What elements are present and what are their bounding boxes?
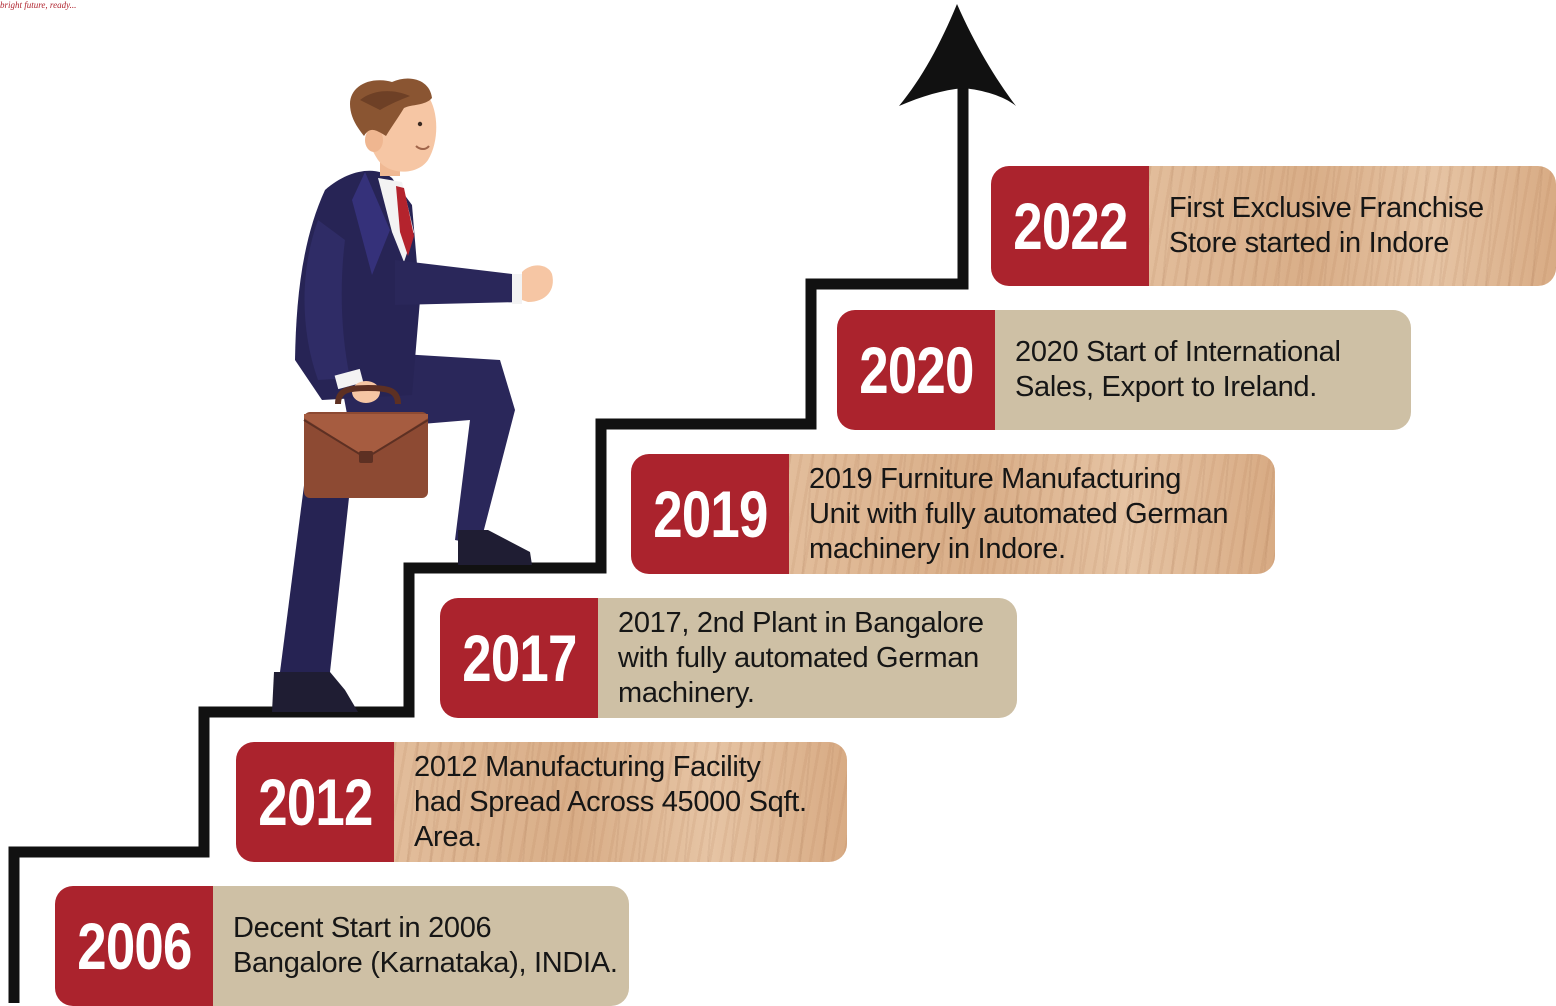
description-line: Unit with fully automated German (809, 497, 1229, 530)
timeline-card-2006: 2006 Decent Start in 2006 Bangalore (Kar… (55, 886, 629, 1006)
arrow-head-icon (899, 4, 1016, 106)
year-badge: 2019 (631, 454, 789, 574)
year-label: 2020 (858, 333, 974, 407)
description-line: 2019 Furniture Manufacturing (809, 462, 1182, 495)
year-label: 2019 (652, 477, 768, 551)
description-box: 2020 Start of International Sales, Expor… (995, 310, 1411, 430)
description-line: Store started in Indore (1169, 227, 1450, 259)
timeline-card-2020: 2020 2020 Start of International Sales, … (837, 310, 1411, 430)
description-line: First Exclusive Franchise (1169, 192, 1484, 224)
businessman-illustration (272, 78, 553, 712)
briefcase-icon (303, 384, 429, 498)
year-badge: 2020 (837, 310, 995, 430)
timeline-card-2022: 2022 First Exclusive Franchise Store sta… (991, 166, 1556, 286)
description-text: 2019 Furniture Manufacturing Unit with f… (809, 462, 1228, 567)
description-text: 2017, 2nd Plant in Bangalore with fully … (618, 606, 984, 711)
description-box: First Exclusive Franchise Store started … (1149, 166, 1556, 286)
description-line: with fully automated German (618, 641, 980, 674)
description-line: Area. (414, 820, 482, 853)
year-label: 2012 (257, 765, 373, 839)
description-line: Bangalore (Karnataka), INDIA. (233, 947, 618, 979)
year-label: 2006 (76, 909, 192, 983)
year-label: 2017 (461, 621, 577, 695)
description-line: 2012 Manufacturing Facility (414, 750, 761, 783)
description-text: 2020 Start of International Sales, Expor… (1015, 335, 1341, 405)
description-line: Sales, Export to Ireland. (1015, 371, 1317, 403)
description-box: 2019 Furniture Manufacturing Unit with f… (789, 454, 1275, 574)
description-line: 2020 Start of International (1015, 336, 1341, 368)
year-badge: 2006 (55, 886, 213, 1006)
year-badge: 2012 (236, 742, 394, 862)
description-line: machinery. (618, 676, 755, 709)
timeline-card-2012: 2012 2012 Manufacturing Facility had Spr… (236, 742, 847, 862)
description-line: 2017, 2nd Plant in Bangalore (618, 606, 984, 639)
year-badge: 2022 (991, 166, 1149, 286)
description-box: 2012 Manufacturing Facility had Spread A… (394, 742, 847, 862)
timeline-card-2017: 2017 2017, 2nd Plant in Bangalore with f… (440, 598, 1017, 718)
description-line: Decent Start in 2006 (233, 912, 492, 944)
description-text: Decent Start in 2006 Bangalore (Karnatak… (233, 911, 618, 981)
description-line: had Spread Across 45000 Sqft. (414, 785, 807, 818)
timeline-card-2019: 2019 2019 Furniture Manufacturing Unit w… (631, 454, 1275, 574)
staircase-line (8, 88, 969, 1003)
description-box: Decent Start in 2006 Bangalore (Karnatak… (213, 886, 629, 1006)
description-box: 2017, 2nd Plant in Bangalore with fully … (598, 598, 1017, 718)
description-text: First Exclusive Franchise Store started … (1169, 191, 1484, 261)
description-text: 2012 Manufacturing Facility had Spread A… (414, 750, 807, 855)
corner-caption: bright future, ready... (0, 0, 77, 10)
year-label: 2022 (1012, 189, 1128, 263)
year-badge: 2017 (440, 598, 598, 718)
description-line: machinery in Indore. (809, 532, 1066, 565)
